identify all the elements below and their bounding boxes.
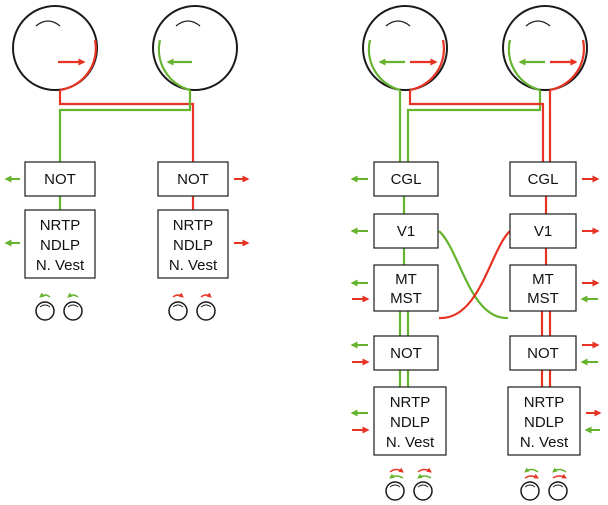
brainstem-right-box: NRTP NDLP N. Vest: [507, 386, 581, 456]
not-label: NOT: [390, 345, 422, 362]
left-brainstem-box: NRTP NDLP N. Vest: [24, 209, 96, 279]
not-label: NOT: [527, 345, 559, 362]
small-eyes-left-green: [35, 292, 83, 321]
nrtp-label: NRTP: [390, 394, 431, 411]
n-vest-label: N. Vest: [36, 257, 85, 274]
not-right-box: NOT: [509, 335, 577, 371]
left-panel-right-eye: [152, 5, 238, 92]
v1-label: V1: [534, 223, 552, 240]
v1-right-box: V1: [509, 213, 577, 249]
right-panel-left-eye: [362, 5, 448, 92]
ndlp-label: NDLP: [524, 414, 564, 431]
right-not-box: NOT: [157, 161, 229, 197]
cgl-right-box: CGL: [509, 161, 577, 197]
right-panel: CGL V1 MT MST NOT NRTP NDLP N. Vest CGL: [350, 5, 602, 501]
left-panel-left-eye: [12, 5, 98, 92]
right-not-label: NOT: [177, 171, 209, 188]
v1-left-box: V1: [373, 213, 439, 249]
nrtp-label: NRTP: [173, 217, 214, 234]
mst-label: MST: [527, 290, 559, 307]
right-brainstem-box: NRTP NDLP N. Vest: [157, 209, 229, 279]
left-not-box: NOT: [24, 161, 96, 197]
ndlp-label: NDLP: [173, 237, 213, 254]
small-eyes-bottom-left: [385, 467, 433, 501]
right-panel-right-eye: [502, 5, 588, 92]
nrtp-label: NRTP: [524, 394, 565, 411]
mt-label: MT: [395, 271, 417, 288]
left-panel-pathways: [58, 90, 195, 210]
cgl-label: CGL: [391, 171, 422, 188]
mt-mst-right-box: MT MST: [509, 264, 577, 312]
v1-label: V1: [397, 223, 415, 240]
not-left-box: NOT: [373, 335, 439, 371]
small-eyes-bottom-right: [520, 467, 568, 501]
cgl-label: CGL: [528, 171, 559, 188]
mt-mst-left-box: MT MST: [373, 264, 439, 312]
n-vest-label: N. Vest: [169, 257, 218, 274]
brainstem-left-box: NRTP NDLP N. Vest: [373, 386, 447, 456]
nrtp-label: NRTP: [40, 217, 81, 234]
ndlp-label: NDLP: [390, 414, 430, 431]
right-panel-pathways: [398, 90, 552, 387]
n-vest-label: N. Vest: [520, 434, 569, 451]
n-vest-label: N. Vest: [386, 434, 435, 451]
mst-label: MST: [390, 290, 422, 307]
small-eyes-right-red: [168, 292, 216, 321]
left-not-label: NOT: [44, 171, 76, 188]
ndlp-label: NDLP: [40, 237, 80, 254]
left-panel: NOT NOT NRTP NDLP N. Vest NRTP NDLP N. V…: [4, 5, 250, 321]
cgl-left-box: CGL: [373, 161, 439, 197]
mt-label: MT: [532, 271, 554, 288]
